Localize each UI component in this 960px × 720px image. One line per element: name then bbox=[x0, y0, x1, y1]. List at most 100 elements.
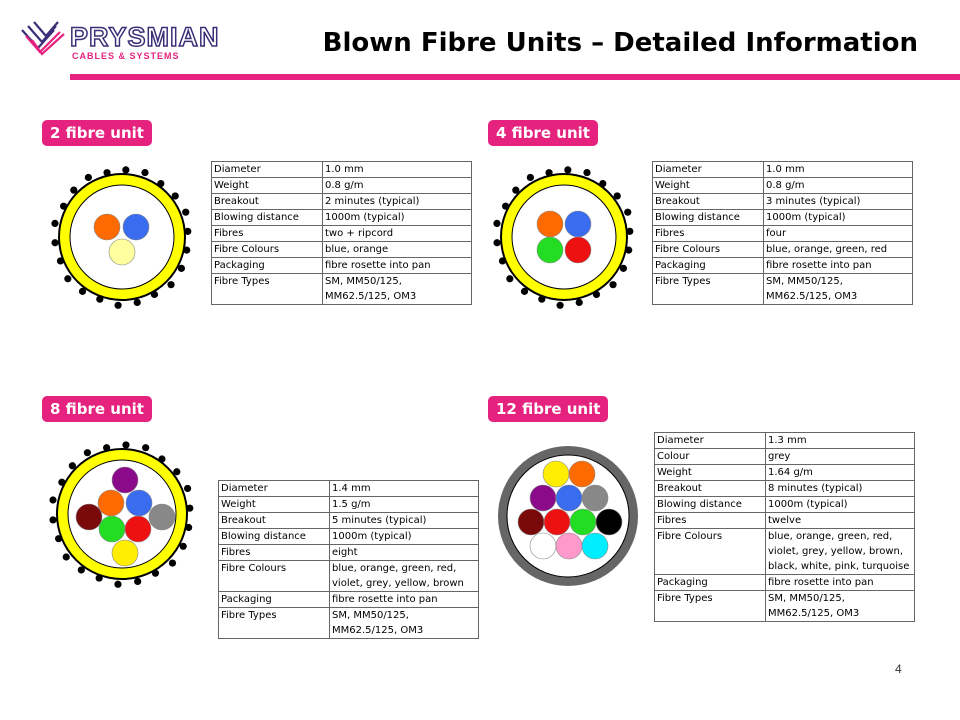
spec-key: Fibres bbox=[218, 544, 330, 561]
spec-value-line: violet, grey, yellow, brown, bbox=[768, 546, 904, 557]
fibre bbox=[543, 508, 571, 536]
spec-value-line: 1.0 mm bbox=[766, 164, 805, 175]
sheath-bump bbox=[64, 275, 72, 283]
spec-key: Packaging bbox=[652, 257, 764, 274]
fibre bbox=[542, 460, 570, 488]
sheath-bump bbox=[122, 441, 130, 449]
spec-key: Fibre Colours bbox=[218, 560, 330, 592]
logo-chevron-icon bbox=[21, 21, 65, 56]
sheath-bump bbox=[575, 298, 583, 307]
spec-value: fibre rosette into pan bbox=[322, 257, 472, 274]
inner-buffer bbox=[67, 459, 177, 569]
spec-value-line: violet, grey, yellow, brown bbox=[332, 578, 464, 589]
spec-key: Breakout bbox=[218, 512, 330, 529]
unit-label-2-fibre: 2 fibre unit bbox=[42, 120, 152, 146]
spec-value-line: fibre rosette into pan bbox=[332, 594, 438, 605]
spec-value-line: SM, MM50/125, bbox=[325, 276, 402, 287]
sheath-bump bbox=[609, 281, 617, 289]
sheath-bump bbox=[49, 516, 57, 524]
spec-value-line: MM62.5/125, OM3 bbox=[768, 608, 860, 619]
sheath-bump bbox=[186, 504, 194, 512]
spec-key: Breakout bbox=[211, 193, 323, 210]
sheath-bump bbox=[526, 173, 534, 182]
spec-key: Fibres bbox=[211, 225, 323, 242]
fibre bbox=[581, 484, 609, 512]
spec-value-line: twelve bbox=[768, 515, 802, 526]
spec-value: grey bbox=[765, 448, 915, 465]
spec-value: SM, MM50/125,MM62.5/125, OM3 bbox=[763, 273, 913, 305]
sheath-bump bbox=[171, 192, 179, 200]
spec-key: Breakout bbox=[654, 480, 766, 497]
spec-value: eight bbox=[329, 544, 479, 561]
sheath-bump bbox=[133, 298, 141, 307]
fibre bbox=[125, 489, 153, 517]
fibre bbox=[595, 508, 623, 536]
brand-name: PRYSMIAN bbox=[69, 21, 220, 53]
inner-buffer bbox=[69, 184, 175, 290]
spec-value-line: 0.8 g/m bbox=[766, 180, 805, 191]
spec-value: 3 minutes (typical) bbox=[763, 193, 913, 210]
sheath-bump bbox=[142, 444, 150, 452]
spec-value: 1000m (typical) bbox=[329, 528, 479, 545]
page-number: 4 bbox=[895, 662, 902, 676]
spec-value-line: four bbox=[766, 228, 787, 239]
spec-value-line: blue, orange bbox=[325, 244, 389, 255]
spec-value-line: SM, MM50/125, bbox=[332, 610, 409, 621]
spec-value: blue, orange, green, red bbox=[763, 241, 913, 258]
sheath-bump bbox=[168, 559, 177, 567]
sheath-bump bbox=[114, 301, 122, 309]
sheath-bump bbox=[556, 301, 564, 309]
spec-key: Weight bbox=[211, 177, 323, 194]
sheath-bump bbox=[583, 168, 591, 177]
fibre bbox=[555, 484, 583, 512]
spec-value-line: eight bbox=[332, 547, 358, 558]
fibre bbox=[93, 213, 121, 241]
fibre bbox=[529, 532, 557, 560]
sheath-bump bbox=[51, 239, 59, 247]
fibre bbox=[529, 484, 557, 512]
spec-value: fibre rosette into pan bbox=[765, 574, 915, 591]
spec-value: 8 minutes (typical) bbox=[765, 480, 915, 497]
fibre bbox=[148, 503, 176, 531]
spec-value-line: MM62.5/125, OM3 bbox=[332, 625, 424, 636]
fibre bbox=[564, 236, 592, 264]
spec-value: 0.8 g/m bbox=[763, 177, 913, 194]
spec-key: Packaging bbox=[211, 257, 323, 274]
spec-key: Fibres bbox=[654, 512, 766, 529]
spec-value: four bbox=[763, 225, 913, 242]
spec-key: Blowing distance bbox=[654, 496, 766, 513]
cross-section-4-fibre bbox=[493, 166, 634, 309]
sheath-bump bbox=[624, 208, 632, 216]
spec-value-line: 8 minutes (typical) bbox=[768, 483, 863, 494]
spec-value-line: 1000m (typical) bbox=[332, 531, 412, 542]
sheath-bump bbox=[68, 462, 76, 470]
fibre bbox=[536, 210, 564, 238]
fibre bbox=[569, 508, 597, 536]
sheath-bump bbox=[493, 239, 501, 247]
spec-value-line: 1.0 mm bbox=[325, 164, 364, 175]
page-title: Blown Fibre Units – Detailed Information bbox=[322, 28, 918, 58]
spec-key: Colour bbox=[654, 448, 766, 465]
spec-key: Fibre Colours bbox=[654, 528, 766, 575]
spec-key: Fibre Colours bbox=[652, 241, 764, 258]
sheath-bump bbox=[512, 186, 520, 194]
inner-buffer bbox=[511, 184, 617, 290]
fibre bbox=[98, 515, 126, 543]
fibre bbox=[564, 210, 592, 238]
spec-value-line: 1000m (typical) bbox=[766, 212, 846, 223]
spec-key: Blowing distance bbox=[652, 209, 764, 226]
